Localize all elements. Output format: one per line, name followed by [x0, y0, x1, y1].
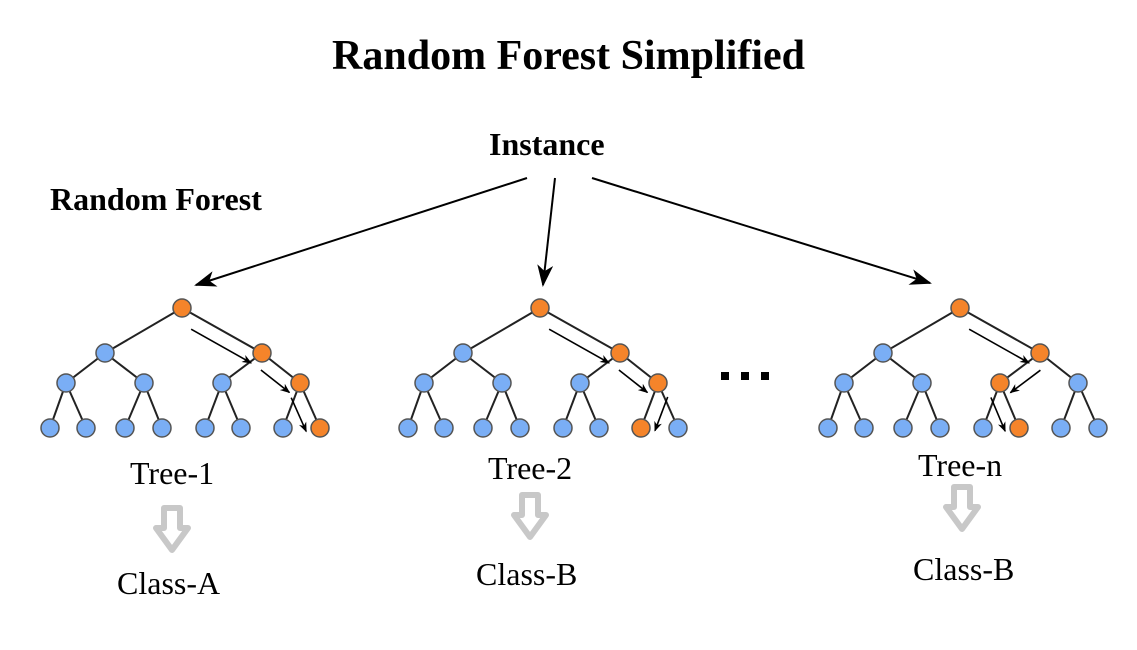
tree-node-path: [290, 373, 310, 393]
tree-node: [134, 373, 154, 393]
tree-2: [398, 298, 688, 438]
tree-node: [56, 373, 76, 393]
diagram-title: Random Forest Simplified: [332, 33, 805, 79]
decision-arrow: [260, 369, 291, 394]
tree-node: [152, 418, 172, 438]
tree-node: [854, 418, 874, 438]
class-arrow-1: [153, 505, 191, 553]
tree-node-path: [648, 373, 668, 393]
decision-arrow: [618, 369, 649, 394]
tree-node: [231, 418, 251, 438]
tree-1: [40, 298, 330, 438]
instance-arrow-tree-1: [194, 177, 528, 287]
instance-label: Instance: [489, 126, 605, 162]
tree-node-path: [530, 298, 550, 318]
tree-edge: [959, 307, 1041, 354]
tree-node: [95, 343, 115, 363]
tree-node: [473, 418, 493, 438]
class-label-1: Class-A: [117, 565, 221, 601]
tree-node: [398, 418, 418, 438]
tree-node: [76, 418, 96, 438]
tree-node: [973, 418, 993, 438]
decision-arrow: [654, 396, 669, 432]
tree-node: [212, 373, 232, 393]
tree-node: [453, 343, 473, 363]
tree-node: [818, 418, 838, 438]
tree-node: [912, 373, 932, 393]
tree-node: [510, 418, 530, 438]
tree-node: [195, 418, 215, 438]
tree-node: [873, 343, 893, 363]
tree-edge: [539, 307, 621, 354]
class-arrow-3: [943, 484, 981, 532]
tree-node-path: [310, 418, 330, 438]
random-forest-label: Random Forest: [50, 181, 262, 217]
tree-node: [553, 418, 573, 438]
decision-arrow: [548, 328, 611, 364]
tree-node-path: [950, 298, 970, 318]
tree-label-2: Tree-2: [488, 450, 573, 486]
tree-label-n: Tree-n: [918, 447, 1003, 483]
tree-node-path: [610, 343, 630, 363]
decision-arrow: [990, 397, 1006, 433]
tree-node: [414, 373, 434, 393]
tree-node: [893, 418, 913, 438]
class-label-n: Class-B: [913, 551, 1015, 587]
tree-node: [1088, 418, 1108, 438]
instance-arrow-tree-n: [591, 177, 932, 285]
tree-node-path: [252, 343, 272, 363]
tree-node: [40, 418, 60, 438]
tree-edge: [462, 307, 541, 354]
class-arrow-2: [511, 492, 549, 540]
tree-node: [434, 418, 454, 438]
tree-node: [570, 373, 590, 393]
tree-node: [668, 418, 688, 438]
decision-arrow: [290, 397, 307, 433]
tree-node: [273, 418, 293, 438]
tree-node: [492, 373, 512, 393]
tree-node: [1051, 418, 1071, 438]
decision-arrow: [1009, 369, 1041, 394]
tree-node: [589, 418, 609, 438]
tree-node: [115, 418, 135, 438]
tree-node: [1068, 373, 1088, 393]
tree-node-path: [1030, 343, 1050, 363]
instance-arrow-tree-2: [537, 177, 556, 287]
class-label-2: Class-B: [476, 556, 578, 592]
tree-node: [834, 373, 854, 393]
tree-node-path: [1009, 418, 1029, 438]
tree-node-path: [990, 373, 1010, 393]
decision-arrow: [190, 328, 253, 364]
tree-edge: [181, 307, 263, 354]
tree-node-path: [172, 298, 192, 318]
tree-edge: [882, 307, 961, 354]
ellipsis-dots: [721, 372, 769, 380]
tree-node-path: [631, 418, 651, 438]
tree-node: [930, 418, 950, 438]
tree-edge: [104, 307, 183, 354]
decision-arrow: [968, 328, 1031, 364]
tree-label-1: Tree-1: [130, 455, 215, 491]
tree-3: [818, 298, 1108, 438]
